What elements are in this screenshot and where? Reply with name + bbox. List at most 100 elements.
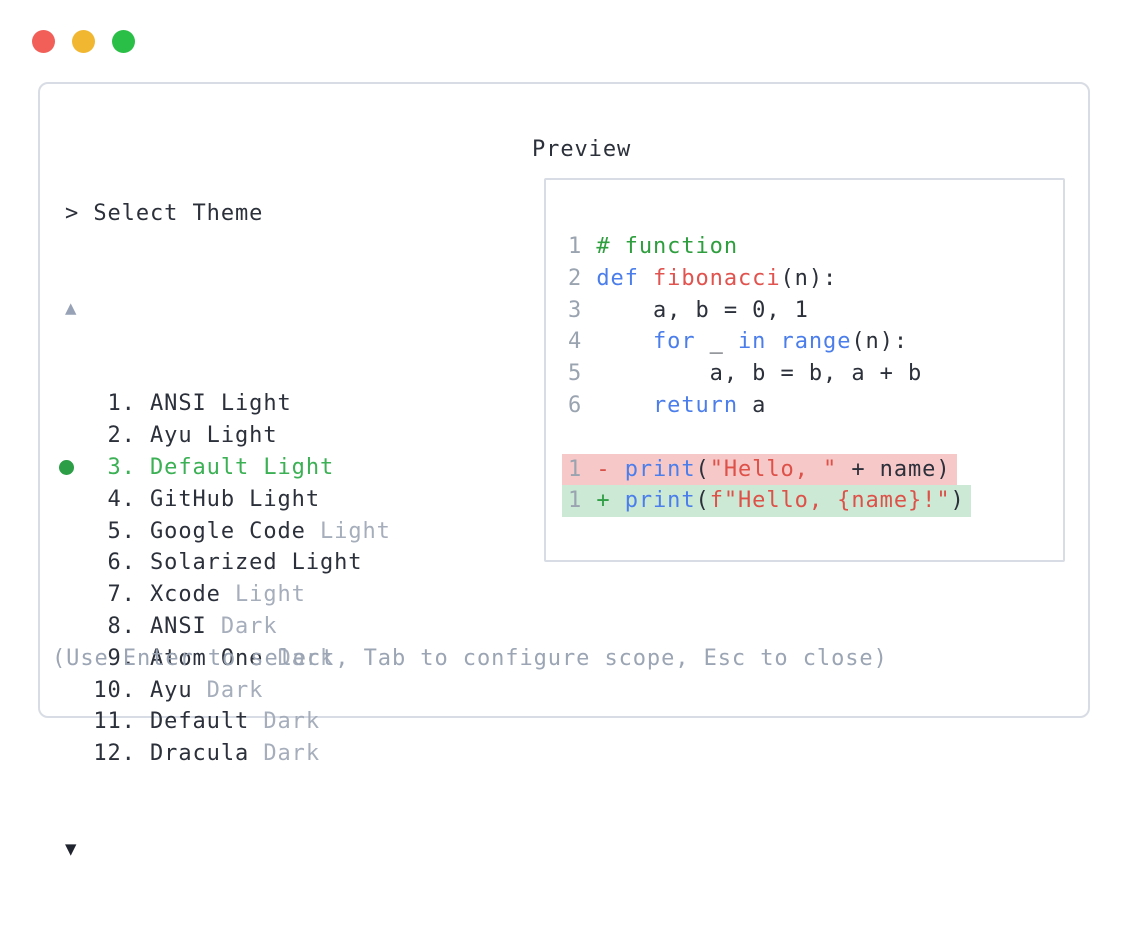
minimize-window-icon[interactable] (72, 30, 95, 53)
theme-item-number: 3. (65, 454, 150, 480)
code-line: 1 # function (568, 231, 971, 263)
theme-item-number: 11. (65, 709, 150, 735)
code-token: "Hello, " (709, 456, 838, 482)
code-token: - (596, 456, 625, 482)
code-token: a, b = 0, 1 (596, 297, 809, 323)
theme-item-label: Xcode (150, 582, 221, 608)
theme-item-ansi-dark[interactable]: 8. ANSI Dark (65, 611, 391, 643)
theme-item-label: Google Code (150, 518, 306, 544)
code-token: for (653, 329, 696, 355)
code-line: 2 def fibonacci(n): (568, 263, 971, 295)
code-token: ( (695, 456, 710, 482)
code-token: a (738, 392, 767, 418)
theme-item-atom-one-dark[interactable]: 9. Atom One Dark (65, 643, 391, 675)
code-token: (n): (780, 265, 838, 291)
theme-item-label: Ayu (150, 677, 193, 703)
theme-item-number: 8. (65, 613, 150, 639)
theme-item-number: 9. (65, 645, 150, 671)
theme-item-label: GitHub Light (150, 486, 320, 512)
theme-item-default-light[interactable]: 3. Default Light (59, 452, 391, 484)
theme-item-number: 6. (65, 550, 150, 576)
theme-item-default-dark[interactable]: 11. Default Dark (65, 706, 391, 738)
theme-item-variant-label: Light (305, 518, 391, 544)
theme-item-ansi-light[interactable]: 1. ANSI Light (65, 388, 391, 420)
code-token: fibonacci (653, 265, 781, 291)
selected-theme-dot-icon (59, 460, 74, 476)
code-token: (n): (851, 329, 909, 355)
maximize-window-icon[interactable] (112, 30, 135, 53)
theme-item-variant-label: Dark (263, 645, 335, 671)
code-token: ) (950, 488, 965, 514)
code-token: + name) (837, 456, 951, 482)
theme-item-label: Default (150, 709, 250, 735)
line-number: 5 (568, 361, 597, 387)
line-number: 3 (568, 297, 597, 323)
theme-item-number: 5. (65, 518, 150, 544)
theme-item-dracula-dark[interactable]: 12. Dracula Dark (65, 738, 391, 770)
diff-highlight-removed: 1 - print("Hello, " + name) (562, 453, 957, 486)
code-token (766, 329, 780, 354)
theme-item-label: ANSI (150, 613, 207, 639)
theme-item-number: 7. (65, 582, 150, 608)
theme-item-solarized-light[interactable]: 6. Solarized Light (65, 547, 391, 579)
code-token: ( (695, 488, 710, 514)
blank-line (568, 422, 971, 454)
code-line: 3 a, b = 0, 1 (568, 295, 971, 327)
window-controls (32, 30, 135, 53)
line-number: 1 (568, 456, 597, 482)
scroll-down-icon[interactable]: ▼ (65, 837, 78, 860)
theme-item-number: 2. (65, 423, 150, 449)
theme-item-ayu-light[interactable]: 2. Ayu Light (65, 420, 391, 452)
code-token: a, b = b, a + b (596, 361, 923, 387)
code-line: 6 return a (568, 390, 971, 422)
diff-line-removed: 1 - print("Hello, " + name) (562, 453, 971, 486)
code-token: in (738, 329, 767, 355)
theme-item-variant-label: Light (220, 582, 306, 608)
code-line: 4 for _ in range(n): (568, 326, 971, 358)
theme-list: 1. ANSI Light 2. Ayu Light 3. Default Li… (59, 388, 391, 770)
theme-item-variant-label: Dark (206, 613, 278, 639)
theme-item-label: Default Light (150, 454, 335, 480)
code-token: f"Hello, {name}!" (709, 488, 951, 514)
line-number: 2 (568, 265, 597, 291)
theme-item-google-code-light[interactable]: 5. Google Code Light (65, 516, 391, 548)
code-token: print (624, 456, 696, 482)
theme-item-number: 1. (65, 391, 150, 417)
line-number: 4 (568, 329, 597, 355)
line-number: 1 (568, 234, 597, 259)
code-token: range (780, 329, 852, 355)
preview-title: Preview (532, 137, 632, 162)
code-token (596, 393, 653, 418)
code-line: 5 a, b = b, a + b (568, 358, 971, 390)
theme-item-xcode-light[interactable]: 7. Xcode Light (65, 579, 391, 611)
code-token: + (596, 488, 625, 514)
theme-item-label: Dracula (150, 741, 250, 767)
diff-line-added: 1 + print(f"Hello, {name}!") (562, 485, 971, 518)
theme-item-variant-label: Dark (192, 677, 264, 703)
theme-item-label: ANSI Light (150, 391, 292, 417)
code-token: def (596, 265, 639, 291)
keyboard-hint-footer: (Use Enter to select, Tab to configure s… (52, 645, 888, 671)
theme-list-column: > Select Theme ▲ 1. ANSI Light 2. Ayu Li… (59, 134, 391, 929)
theme-item-label: Atom One (150, 645, 264, 671)
theme-item-variant-label: Dark (249, 741, 320, 767)
code-token: # function (596, 234, 738, 259)
code-token (596, 329, 653, 354)
theme-selector-panel: > Select Theme ▲ 1. ANSI Light 2. Ayu Li… (38, 82, 1090, 860)
scroll-up-icon[interactable]: ▲ (65, 296, 78, 319)
code-token: print (624, 488, 696, 514)
theme-item-github-light[interactable]: 4. GitHub Light (65, 484, 391, 516)
line-number: 1 (568, 488, 597, 514)
code-token (639, 266, 653, 291)
theme-item-ayu-dark[interactable]: 10. Ayu Dark (65, 675, 391, 707)
theme-item-number: 4. (65, 486, 150, 512)
theme-item-number: 10. (65, 677, 150, 703)
code-token: return (653, 392, 739, 418)
close-window-icon[interactable] (32, 30, 55, 53)
line-number: 6 (568, 392, 597, 418)
code-token: _ (695, 329, 739, 355)
theme-item-variant-label: Dark (249, 709, 320, 735)
theme-item-label: Solarized Light (150, 550, 363, 576)
